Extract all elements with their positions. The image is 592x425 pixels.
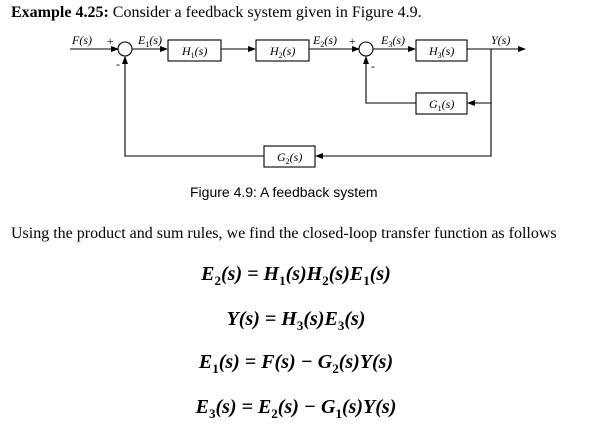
h3-block (415, 39, 468, 62)
e2-label: E2(s) (312, 33, 337, 49)
block-diagram: F(s) + - E1(s) H1(s) H2(s) E2(s) + - E3(… (70, 33, 526, 168)
minus-sign-1: - (116, 57, 120, 71)
e3-label: E3(s) (380, 33, 405, 49)
input-label: F(s) (71, 33, 92, 47)
h3-label: H3(s) (428, 44, 454, 60)
h1-label: H1(s) (181, 44, 207, 60)
g2-feedback-out (122, 56, 264, 157)
example-text: Consider a feedback system given in Figu… (112, 4, 422, 21)
equation-1: E2(s) = H1(s)H2(s)E1(s) (201, 263, 391, 288)
example-label: Example 4.25: (11, 4, 109, 21)
g1-label: G1(s) (429, 97, 454, 113)
body-paragraph: Using the product and sum rules, we find… (11, 225, 557, 242)
minus-sign-2: - (371, 59, 375, 73)
e1-label: E1(s) (137, 33, 162, 49)
g2-label: G2(s) (277, 150, 302, 166)
h2-label: H2(s) (269, 44, 295, 60)
summing-junction-2 (358, 41, 374, 57)
plus-sign-2: + (348, 34, 356, 48)
g1-feedback-in (467, 49, 492, 106)
summing-junction-1 (117, 41, 133, 57)
h1-block (167, 39, 222, 62)
h2-block (255, 39, 310, 62)
g2-feedback-in (315, 103, 492, 159)
equation-3: E1(s) = F(s) − G2(s)Y(s) (198, 351, 394, 376)
figure-caption: Figure 4.9: A feedback system (190, 184, 378, 200)
plus-sign-1: + (106, 34, 114, 48)
equation-2: Y(s) = H3(s)E3(s) (226, 308, 366, 333)
output-label: Y(s) (491, 33, 510, 47)
equation-4: E3(s) = E2(s) − G1(s)Y(s) (195, 396, 397, 421)
example-heading: Example 4.25: Consider a feedback system… (11, 4, 422, 22)
g1-feedback-out (363, 56, 416, 104)
